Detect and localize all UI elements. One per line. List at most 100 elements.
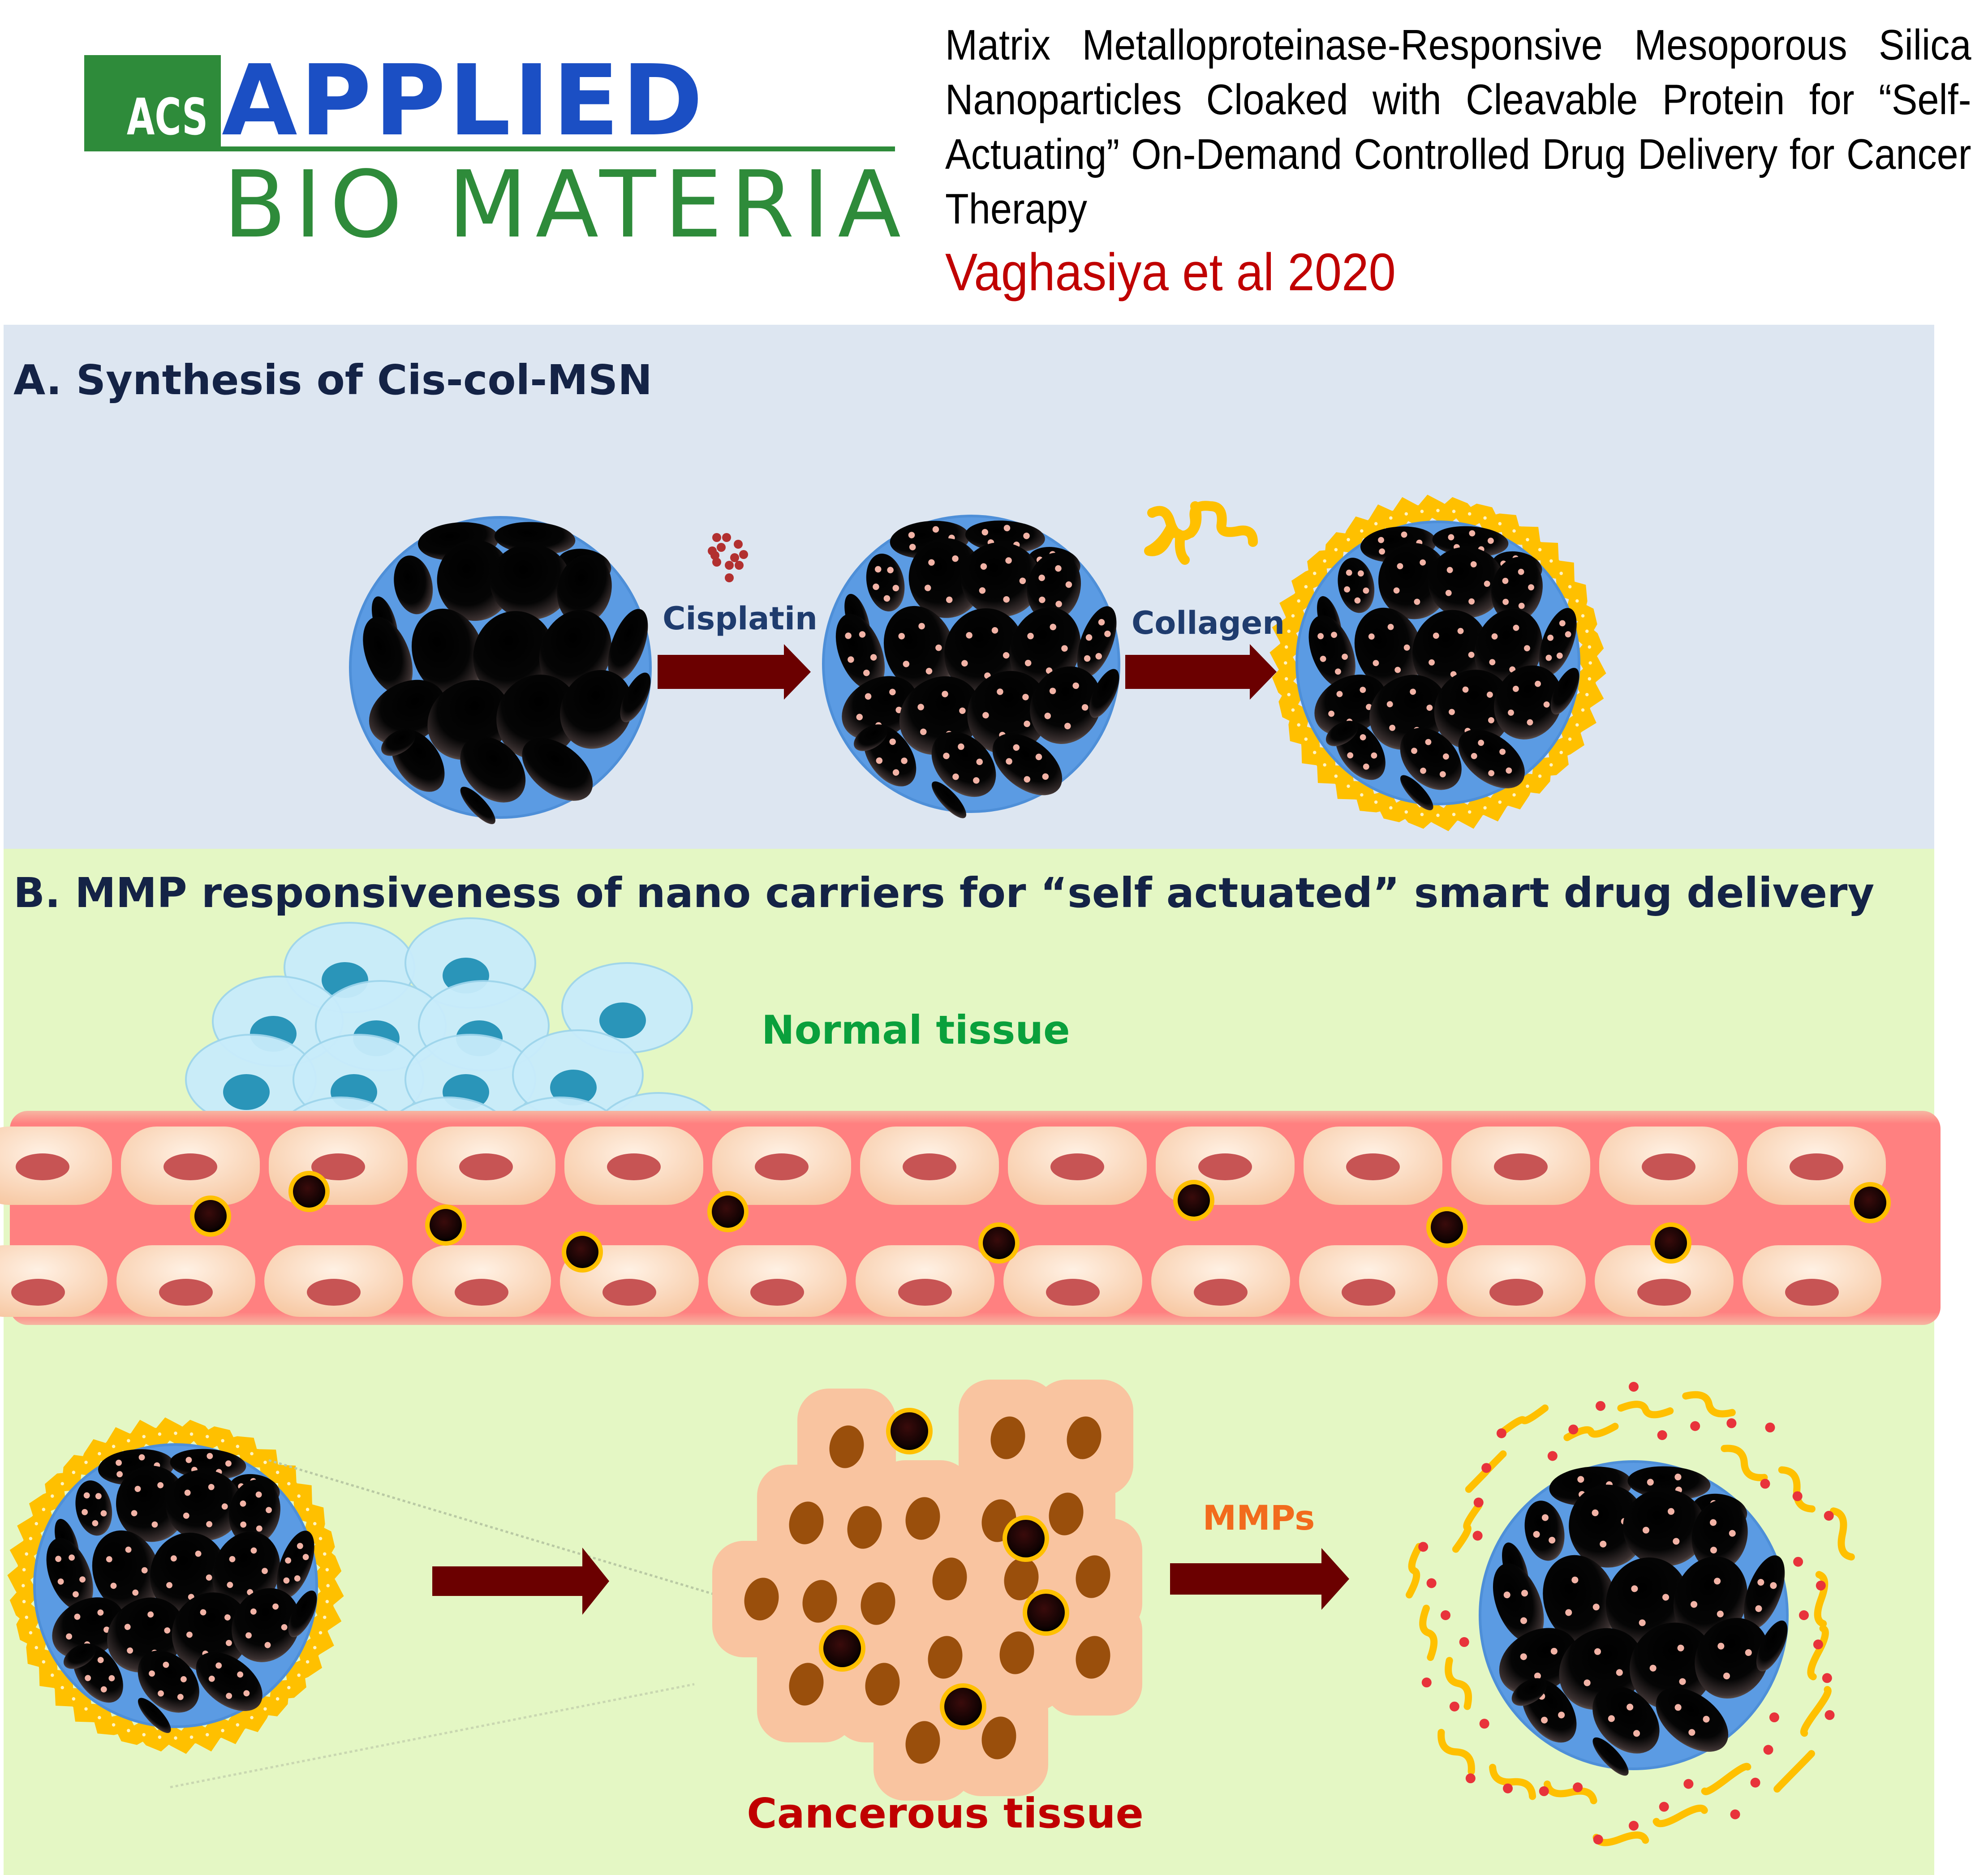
released-drug-molecule [1479, 1719, 1489, 1729]
drug-molecule [1717, 1610, 1724, 1617]
coat-bead [1549, 559, 1553, 563]
cisplatin-atom [739, 550, 748, 559]
pore-hole [557, 555, 612, 624]
pore-hole [1027, 552, 1081, 621]
drug-molecule [208, 1484, 215, 1490]
pore-hole [381, 729, 416, 756]
drug-molecule [1347, 752, 1354, 759]
pore-hole [232, 1588, 301, 1662]
pore [92, 1530, 160, 1613]
pore-hole [1550, 667, 1579, 715]
drug-molecule [925, 668, 933, 675]
coat-bead [1575, 723, 1579, 727]
pore [883, 606, 955, 692]
drug-molecule [1518, 602, 1525, 609]
released-drug-molecule [1813, 1639, 1823, 1650]
drug-release-debris [1406, 1382, 1855, 1846]
drug-molecule [1449, 709, 1455, 715]
pore [1325, 721, 1358, 746]
drug-molecule [932, 526, 939, 533]
coat-bead [142, 1435, 146, 1439]
released-drug-molecule [1459, 1637, 1469, 1647]
drug-molecule [1373, 660, 1379, 667]
pore-hole [411, 608, 484, 697]
coat-bead [236, 1445, 240, 1448]
pore [381, 729, 416, 756]
drug-molecule [1055, 601, 1062, 607]
drug-molecule [1533, 1531, 1540, 1538]
released-drug-molecule [1418, 1542, 1429, 1552]
logo-line1: APPLIED [222, 44, 706, 158]
coat-bead [1334, 548, 1338, 551]
coat-bead [306, 1508, 310, 1511]
pore-hole [92, 1530, 160, 1613]
pore-hole [620, 672, 651, 722]
coat-bead [287, 1482, 291, 1486]
drug-molecule [250, 1608, 257, 1615]
coat-bead [158, 1735, 162, 1739]
drug-molecule [158, 1690, 164, 1697]
drug-molecule [177, 1694, 184, 1700]
drug-molecule [1556, 652, 1563, 659]
pore-hole [931, 731, 996, 797]
pore [165, 1470, 242, 1541]
nanoparticle-core [566, 1236, 598, 1268]
drug-molecule [243, 1690, 250, 1697]
cancer-cell-nucleus [1076, 1636, 1110, 1679]
drug-molecule [889, 738, 896, 745]
drug-molecule [1003, 652, 1010, 659]
drug-molecule [946, 596, 953, 603]
drug-molecule [85, 1675, 91, 1681]
drug-molecule [1023, 533, 1030, 539]
cancer-cell-nucleus [789, 1501, 824, 1544]
coat-bead [174, 1432, 177, 1435]
pore-hole [165, 1470, 242, 1541]
coat-bead [1323, 559, 1326, 563]
drug-molecule [1331, 632, 1337, 638]
drug-molecule [157, 1482, 164, 1488]
pore-hole [138, 1698, 171, 1733]
drug-molecule [1055, 565, 1062, 572]
coat-bead [1559, 751, 1563, 754]
coat-bead [1374, 522, 1378, 525]
pore [460, 736, 526, 803]
pore-hole [116, 1466, 187, 1542]
pore [557, 555, 612, 624]
coat-bead [205, 1733, 209, 1737]
drug-molecule [1336, 691, 1343, 697]
pore [369, 679, 446, 745]
drug-molecule [69, 1554, 75, 1561]
drug-molecule [961, 660, 968, 667]
collagen-fragment [1682, 1391, 1736, 1418]
drug-molecule [903, 661, 910, 667]
released-drug-molecule [1822, 1673, 1832, 1683]
drug-molecule [1745, 1649, 1752, 1656]
coat-bead [297, 1494, 301, 1498]
drug-molecule [221, 1503, 228, 1510]
drug-molecule [1346, 569, 1352, 576]
endothelial-row-bottom [0, 1245, 1881, 1317]
coat-bead [1420, 813, 1424, 817]
coat-bead [1291, 708, 1295, 712]
coat-bead [325, 1568, 329, 1572]
pore [1539, 608, 1577, 676]
cancer-cell-nucleus [932, 1557, 967, 1600]
coat-bead [1374, 800, 1378, 804]
drug-molecule [1084, 655, 1091, 662]
drug-molecule [264, 1642, 271, 1648]
pore-hole [1543, 1555, 1617, 1645]
coat-bead [1498, 522, 1502, 525]
pore [1077, 606, 1117, 677]
cisplatin-atom [710, 551, 719, 560]
coat-bead [29, 1537, 33, 1540]
pore [1627, 1466, 1711, 1500]
coat-bead [1585, 629, 1589, 633]
drug-molecule [186, 1631, 193, 1638]
nanoparticle-core [1027, 1594, 1065, 1631]
collagen-fragment [1773, 1750, 1815, 1793]
endothelial-nucleus [307, 1279, 361, 1306]
normal-tissue-label: Normal tissue [762, 1007, 1070, 1053]
coat-bead [326, 1584, 330, 1587]
drug-molecule [997, 688, 1003, 695]
coat-bead [1526, 784, 1529, 788]
